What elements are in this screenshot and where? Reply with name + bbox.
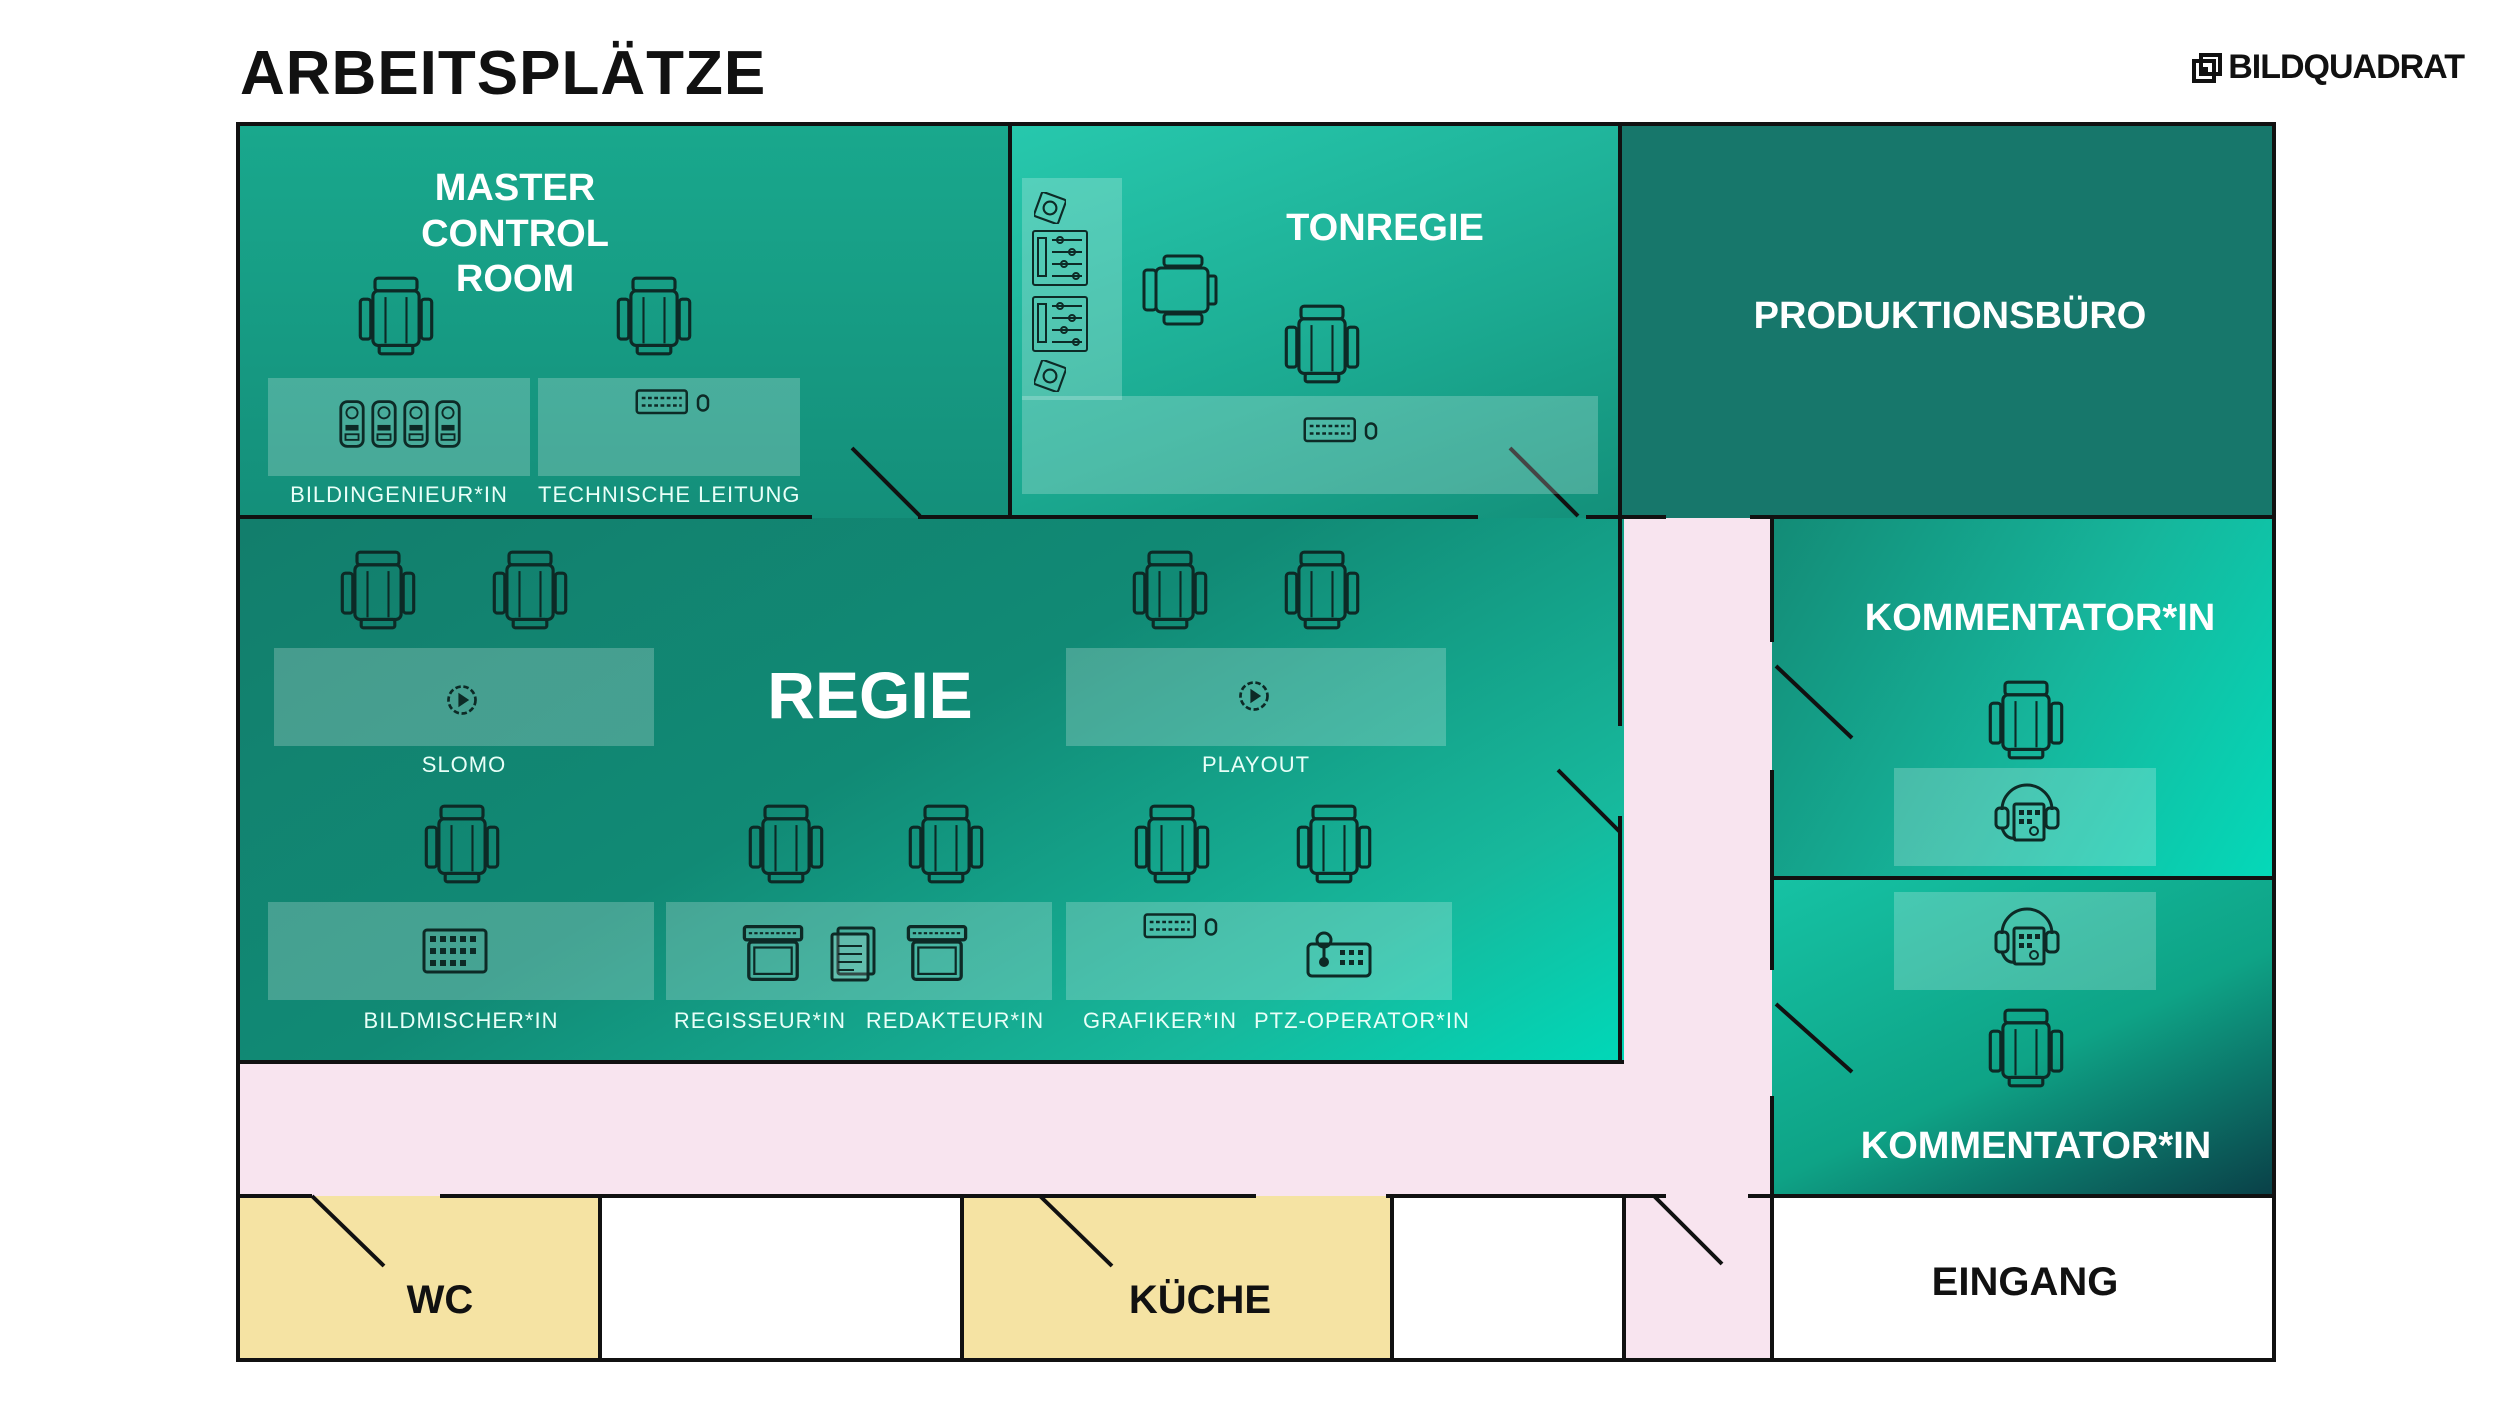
corridor xyxy=(240,1062,1772,1196)
wall xyxy=(918,515,1478,519)
keyboard-icon xyxy=(1140,912,1222,942)
chair-icon xyxy=(1128,548,1212,632)
desk-tonregie xyxy=(1022,396,1598,494)
wall xyxy=(1622,1196,1626,1358)
audio-mixer-icon xyxy=(1030,294,1090,354)
cd-icon xyxy=(1034,360,1066,392)
label-kommentator-bottom: KOMMENTATOR*IN xyxy=(1860,1125,2212,1167)
room-empty-2 xyxy=(1392,1196,1624,1358)
room-tonregie xyxy=(1010,126,1620,518)
label-eingang: EINGANG xyxy=(1931,1260,2119,1304)
keyboard-icon xyxy=(632,388,714,418)
chair-icon xyxy=(354,274,438,358)
room-kommentator-bottom xyxy=(1772,878,2272,1196)
chair-icon xyxy=(488,548,572,632)
wall xyxy=(1748,1194,2272,1198)
brand-logo: BILDQUADRAT xyxy=(2192,48,2465,87)
room-produktionsbuero xyxy=(1620,126,2272,518)
video-switcher-icon xyxy=(420,926,490,976)
room-kommentator-top xyxy=(1772,518,2272,878)
chair-icon xyxy=(612,274,696,358)
bildquadrat-logo-icon xyxy=(2192,52,2223,83)
ccu-icon xyxy=(434,398,462,450)
chair-icon xyxy=(1280,302,1364,386)
ccu-icon xyxy=(338,398,366,450)
wall xyxy=(1618,126,1622,726)
wall xyxy=(1618,816,1622,1064)
desk-technische-leitung xyxy=(538,378,800,476)
workstation-label: REGISSEUR*IN xyxy=(673,1008,847,1033)
room-master-control xyxy=(240,126,1010,518)
workstation-label: GRAFIKER*IN xyxy=(1082,1008,1238,1033)
room-wc xyxy=(240,1196,600,1358)
desk-tonregie-side xyxy=(1022,178,1122,400)
commentary-headset-icon xyxy=(1992,900,2062,970)
workstation-label: BILDMISCHER*IN xyxy=(363,1008,559,1033)
wall xyxy=(1586,515,1666,519)
workstation-label: BILDINGENIEUR*IN xyxy=(290,482,508,507)
room-empty-1 xyxy=(600,1196,962,1358)
label-regie: REGIE xyxy=(767,658,973,732)
label-wc: WC xyxy=(406,1278,474,1322)
keyboard-icon xyxy=(1300,416,1382,446)
audio-mixer-icon xyxy=(1030,228,1090,288)
label-kueche: KÜCHE xyxy=(1128,1278,1272,1322)
chair-icon xyxy=(744,802,828,886)
label-master-control: MASTER CONTROL ROOM xyxy=(421,167,609,301)
laptop-icon xyxy=(904,920,970,986)
ccu-icon xyxy=(370,398,398,450)
chair-icon xyxy=(1280,548,1364,632)
wall xyxy=(1008,126,1012,518)
cd-icon xyxy=(1034,192,1066,224)
wall xyxy=(1772,876,2272,880)
label-kommentator-top: KOMMENTATOR*IN xyxy=(1864,597,2216,639)
chair-icon xyxy=(336,548,420,632)
play-icon xyxy=(1236,678,1272,714)
workstation-label: TECHNISCHE LEITUNG xyxy=(538,482,801,507)
label-tonregie: TONREGIE xyxy=(1286,207,1484,249)
chair-icon xyxy=(1984,1006,2068,1090)
wall xyxy=(240,1194,312,1198)
workstation-label: REDAKTEUR*IN xyxy=(865,1008,1045,1033)
workstation-label: PLAYOUT xyxy=(1201,752,1311,777)
wall xyxy=(960,1196,964,1358)
wall xyxy=(1750,515,2272,519)
workstation-label: SLOMO xyxy=(421,752,507,777)
chair-icon xyxy=(1140,250,1220,330)
wall xyxy=(240,1060,1624,1064)
room-eingang xyxy=(1772,1196,2272,1358)
laptop-icon xyxy=(740,920,806,986)
floor-plan: MASTER CONTROL ROOM TONREGIE PRODUKTIONS… xyxy=(236,122,2276,1362)
desk-bildingenieur xyxy=(268,378,530,476)
desk-grafiker-ptz xyxy=(1066,902,1452,1000)
door-swings xyxy=(310,446,1854,1268)
wall xyxy=(1390,1196,1394,1358)
room-kueche xyxy=(962,1196,1392,1358)
chair-icon xyxy=(1984,678,2068,762)
corridor-vertical xyxy=(1624,518,1772,1358)
label-produktionsbuero: PRODUKTIONSBÜRO xyxy=(1753,295,2147,337)
wall xyxy=(1386,1194,1666,1198)
wall xyxy=(240,515,812,519)
commentary-headset-icon xyxy=(1992,776,2062,846)
workstation-label: PTZ-OPERATOR*IN xyxy=(1254,1008,1470,1033)
chair-icon xyxy=(1292,802,1376,886)
wall xyxy=(1770,1096,1774,1358)
logo-text: BILDQUADRAT xyxy=(2228,48,2465,86)
page-title: ARBEITSPLÄTZE xyxy=(240,39,767,108)
ptz-joystick-icon xyxy=(1304,930,1374,980)
chair-icon xyxy=(420,802,504,886)
chair-icon xyxy=(1130,802,1214,886)
play-icon xyxy=(444,682,480,718)
wall xyxy=(598,1196,602,1358)
ccu-icon xyxy=(402,398,430,450)
document-icon xyxy=(824,924,884,984)
chair-icon xyxy=(904,802,988,886)
wall xyxy=(440,1194,1256,1198)
wall xyxy=(1770,770,1774,970)
wall xyxy=(1770,518,1774,642)
